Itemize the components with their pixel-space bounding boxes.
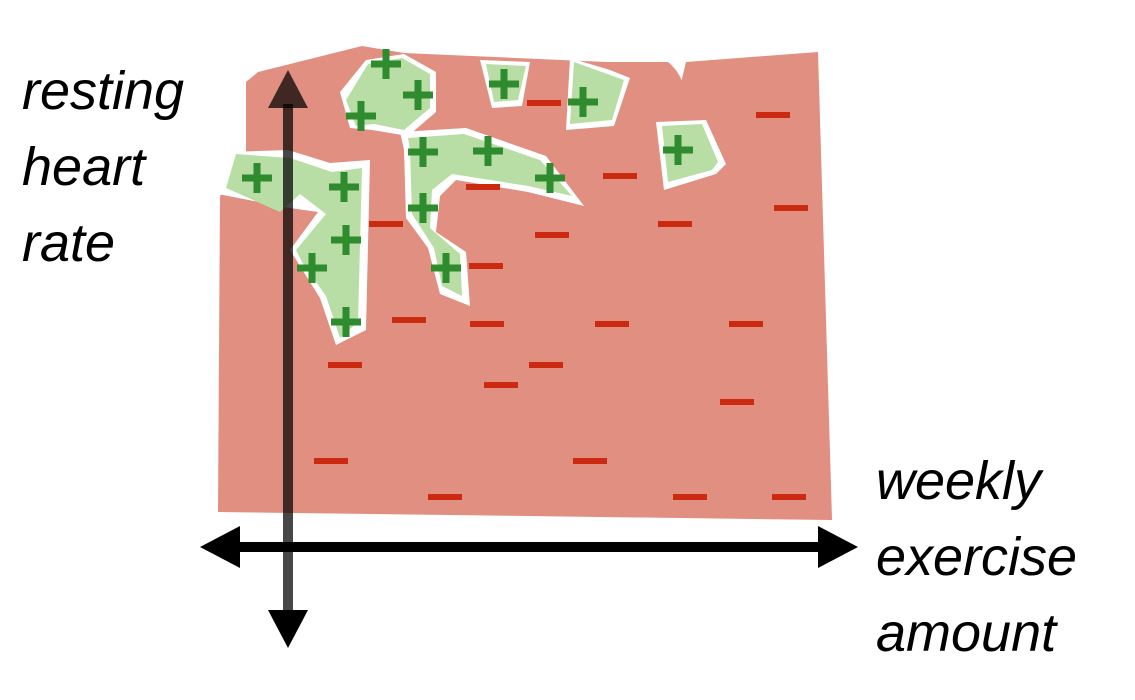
plus-marker bbox=[331, 307, 361, 337]
y-axis-label-line: resting bbox=[22, 61, 185, 121]
positive-region bbox=[346, 58, 430, 130]
x-axis-label-line: amount bbox=[876, 603, 1057, 663]
plus-marker bbox=[346, 101, 376, 131]
plus-marker bbox=[297, 253, 327, 283]
y-axis-label: resting heart rate bbox=[22, 53, 242, 281]
y-axis-line bbox=[283, 104, 293, 616]
plus-marker bbox=[663, 135, 693, 165]
plus-marker bbox=[473, 136, 503, 166]
plus-marker bbox=[242, 163, 272, 193]
plus-marker bbox=[371, 49, 401, 79]
plus-marker bbox=[535, 163, 565, 193]
x-axis-right-arrowhead bbox=[818, 526, 858, 568]
positive-regions bbox=[226, 58, 718, 338]
minus-markers bbox=[314, 100, 808, 500]
plus-marker bbox=[331, 225, 361, 255]
x-axis-label: weekly exercise amount bbox=[876, 443, 1131, 671]
plus-marker bbox=[431, 253, 461, 283]
y-axis-bottom-arrowhead bbox=[268, 610, 308, 648]
x-axis-left-arrowhead bbox=[200, 526, 240, 568]
x-axis-line bbox=[236, 542, 826, 552]
plus-marker bbox=[568, 87, 598, 117]
positive-region bbox=[226, 154, 362, 338]
x-axis-label-line: exercise bbox=[876, 527, 1078, 587]
plus-marker bbox=[489, 69, 519, 99]
y-axis-label-line: rate bbox=[22, 213, 116, 273]
x-axis-label-line: weekly bbox=[876, 451, 1042, 511]
y-axis-top-arrowhead bbox=[268, 70, 308, 108]
y-axis-label-line: heart bbox=[22, 137, 146, 197]
axes bbox=[200, 70, 858, 648]
plus-marker bbox=[403, 80, 433, 110]
plus-marker bbox=[329, 172, 359, 202]
plus-markers bbox=[242, 49, 693, 337]
plus-marker bbox=[408, 193, 438, 223]
plus-marker bbox=[408, 137, 438, 167]
